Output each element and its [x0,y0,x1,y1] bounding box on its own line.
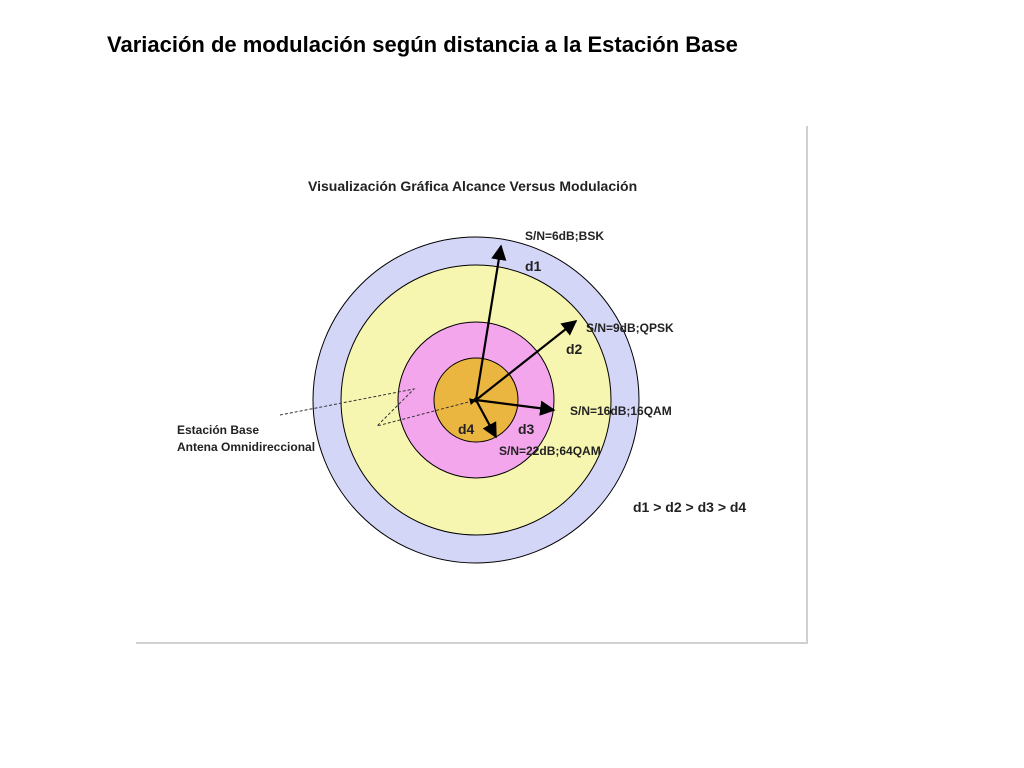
radius-arrow-d1 [474,244,507,401]
snr-label-bsk: S/N=6dB;BSK [525,229,604,243]
station-label-line1: Estación Base [177,423,259,437]
distance-label-d2: d2 [566,341,583,357]
station-label-line2: Antena Omnidireccional [177,440,315,454]
distance-label-d1: d1 [525,258,542,274]
station-pointer-line [279,388,477,427]
radius-arrow-d4 [475,399,497,439]
distance-relation: d1 > d2 > d3 > d4 [633,499,746,515]
snr-label-64qam: S/N=22dB;64QAM [499,444,601,458]
distance-label-d3: d3 [518,421,535,437]
radius-arrow-d2 [475,320,578,401]
diagram-title: Visualización Gráfica Alcance Versus Mod… [308,178,637,194]
radius-arrow-d3 [475,398,556,416]
snr-label-16qam: S/N=16dB;16QAM [570,404,672,418]
slide-title: Variación de modulación según distancia … [107,32,738,57]
distance-label-d4: d4 [458,421,475,437]
snr-label-qpsk: S/N=9dB;QPSK [586,321,674,335]
